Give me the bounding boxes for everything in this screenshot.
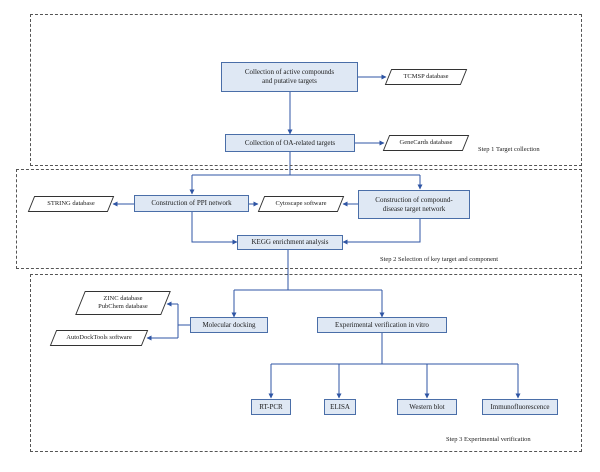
connector-kegg-split bbox=[234, 250, 382, 291]
rt-pcr-node: RT-PCR bbox=[251, 399, 291, 415]
experimental-verification-label: Experimental verification in vitro bbox=[335, 320, 429, 329]
ppi-network-label: Construction of PPI network bbox=[151, 199, 232, 208]
immunofluorescence-node: Immunofluorescence bbox=[482, 399, 558, 415]
cytoscape-software: Cytoscape software bbox=[261, 196, 341, 212]
western-blot-label: Western blot bbox=[409, 402, 445, 411]
arrow-compound-disease-to-kegg bbox=[342, 219, 421, 245]
cytoscape-label: Cytoscape software bbox=[275, 199, 327, 207]
tcmsp-label: TCMSP database bbox=[403, 72, 449, 80]
molecular-docking-label: Molecular docking bbox=[202, 320, 256, 329]
compound-disease-label: Construction of compound- disease target… bbox=[375, 195, 453, 213]
string-database: STRING database bbox=[31, 196, 111, 212]
genecards-label: GeneCards database bbox=[399, 138, 453, 146]
tcmsp-database: TCMSP database bbox=[388, 69, 464, 85]
immunofluorescence-label: Immunofluorescence bbox=[490, 402, 550, 411]
zinc-pubchem-label: ZINC database PubChem database bbox=[98, 294, 148, 310]
active-compounds-node: Collection of active compounds and putat… bbox=[221, 62, 358, 92]
genecards-database: GeneCards database bbox=[386, 135, 466, 151]
arrow-ppi-to-kegg bbox=[191, 212, 238, 245]
string-label: STRING database bbox=[47, 199, 95, 207]
elisa-label: ELISA bbox=[330, 402, 350, 411]
step1-region bbox=[30, 14, 582, 166]
ppi-network-node: Construction of PPI network bbox=[134, 195, 249, 212]
step3-region bbox=[30, 274, 582, 452]
autodock-label: AutoDockTools software bbox=[66, 333, 132, 341]
step2-label: Step 2 Selection of key target and compo… bbox=[380, 256, 499, 263]
step2-region bbox=[16, 169, 582, 269]
step3-label: Step 3 Experimental verification bbox=[446, 436, 531, 443]
connector-docking-resources bbox=[177, 304, 190, 338]
kegg-label: KEGG enrichment analysis bbox=[251, 238, 329, 247]
western-blot-node: Western blot bbox=[397, 399, 457, 415]
rt-pcr-label: RT-PCR bbox=[259, 402, 283, 411]
molecular-docking-node: Molecular docking bbox=[190, 317, 268, 333]
compound-disease-network-node: Construction of compound- disease target… bbox=[358, 190, 470, 219]
experimental-verification-node: Experimental verification in vitro bbox=[317, 317, 447, 333]
step1-label: Step 1 Target collection bbox=[478, 146, 540, 153]
connector-verification-split bbox=[271, 333, 518, 365]
autodocktools-software: AutoDockTools software bbox=[53, 330, 145, 346]
elisa-node: ELISA bbox=[324, 399, 356, 415]
zinc-pubchem-database: ZINC database PubChem database bbox=[80, 291, 166, 315]
oa-targets-label: Collection of OA-related targets bbox=[244, 138, 336, 147]
oa-targets-node: Collection of OA-related targets bbox=[225, 134, 355, 152]
active-compounds-label: Collection of active compounds and putat… bbox=[244, 68, 335, 85]
connector-oa-split bbox=[192, 152, 420, 176]
kegg-enrichment-node: KEGG enrichment analysis bbox=[237, 235, 343, 250]
